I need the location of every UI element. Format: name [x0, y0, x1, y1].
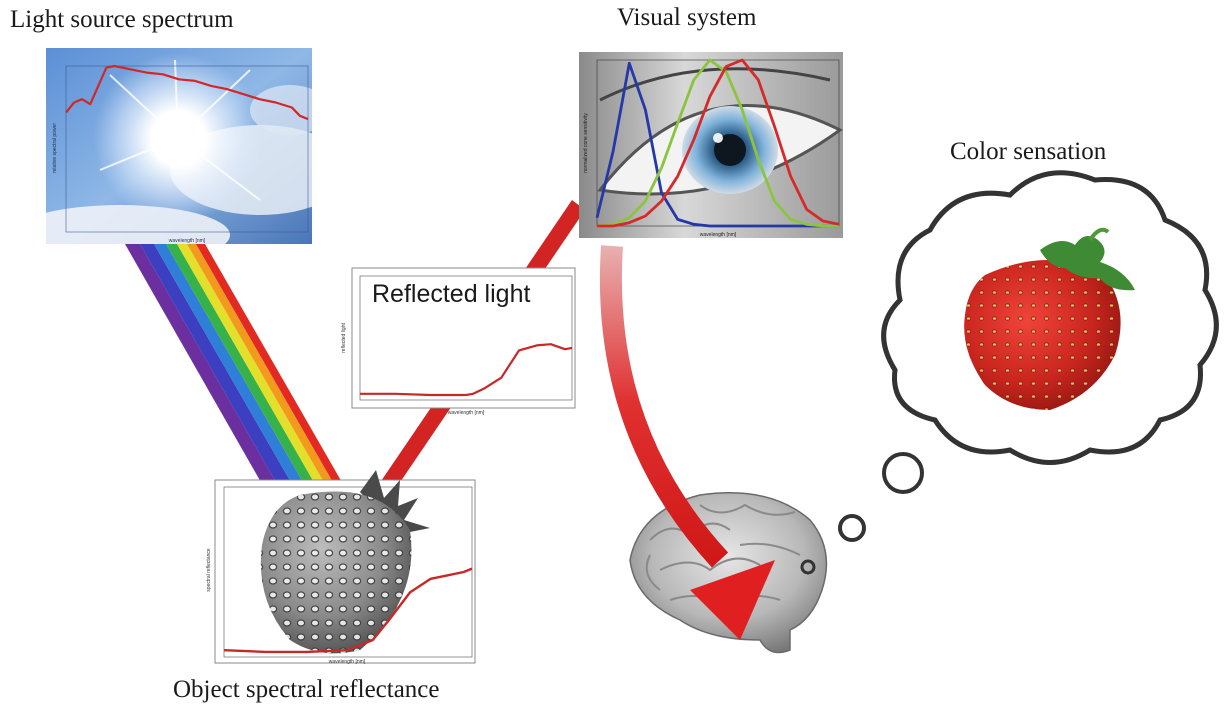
- color-sensation-caption: Color sensation: [950, 138, 1107, 165]
- cloud-shape: [250, 85, 312, 135]
- series-line-2: [596, 58, 839, 228]
- object-reflectance-panel: wavelength [nm] spectral reflectance: [206, 470, 476, 665]
- neural-signal-arrow: [599, 245, 775, 640]
- object-reflectance-caption: Object spectral reflectance: [173, 676, 440, 703]
- series-line-3: [597, 58, 840, 228]
- light-spectrum-chart: [65, 64, 309, 121]
- brain-icon: [629, 492, 828, 654]
- y-axis-label: relative spectral power: [52, 123, 58, 173]
- light-source-panel: wavelength [nm] relative spectral power: [46, 48, 312, 244]
- thought-bubble-medium: [882, 452, 924, 494]
- thought-bubble-small: [838, 514, 866, 542]
- series-line-1: [65, 64, 309, 121]
- visual-system-panel: wavelength [nm] normalized cone sensitiv…: [579, 52, 843, 238]
- eye-highlight: [713, 133, 723, 143]
- y-axis-label: spectral reflectance: [206, 548, 212, 592]
- x-axis-label: wavelength [nm]: [329, 659, 366, 665]
- cone-sensitivity-chart: [595, 58, 840, 228]
- y-axis-label: reflected light: [341, 323, 347, 353]
- series-line-1: [223, 567, 473, 654]
- x-axis-label: wavelength [nm]: [448, 410, 485, 416]
- reflected-light-caption: Reflected light: [372, 280, 530, 308]
- thought-origin-dot: [800, 559, 816, 575]
- light-source-caption: Light source spectrum: [10, 6, 234, 33]
- sun-rays: [99, 59, 261, 201]
- rainbow-light-beam: [125, 244, 351, 498]
- object-reflectance-chart: [223, 567, 473, 654]
- x-axis-label: wavelength [nm]: [700, 232, 737, 238]
- visual-system-caption: Visual system: [617, 4, 757, 31]
- reflected-light-chart: [360, 343, 573, 397]
- reflected-light-panel: Reflected light wavelength [nm] reflecte…: [341, 267, 576, 416]
- strawberry-leaf-icon: [1040, 236, 1135, 291]
- strawberry-leaves-icon: [360, 470, 430, 534]
- series-line-1: [595, 61, 839, 228]
- strawberry-color-icon: [964, 227, 1135, 410]
- x-axis-label: wavelength [nm]: [169, 238, 206, 244]
- pupil-icon: [714, 134, 746, 166]
- y-axis-label: normalized cone sensitivity: [583, 113, 589, 173]
- series-line-1: [360, 343, 573, 397]
